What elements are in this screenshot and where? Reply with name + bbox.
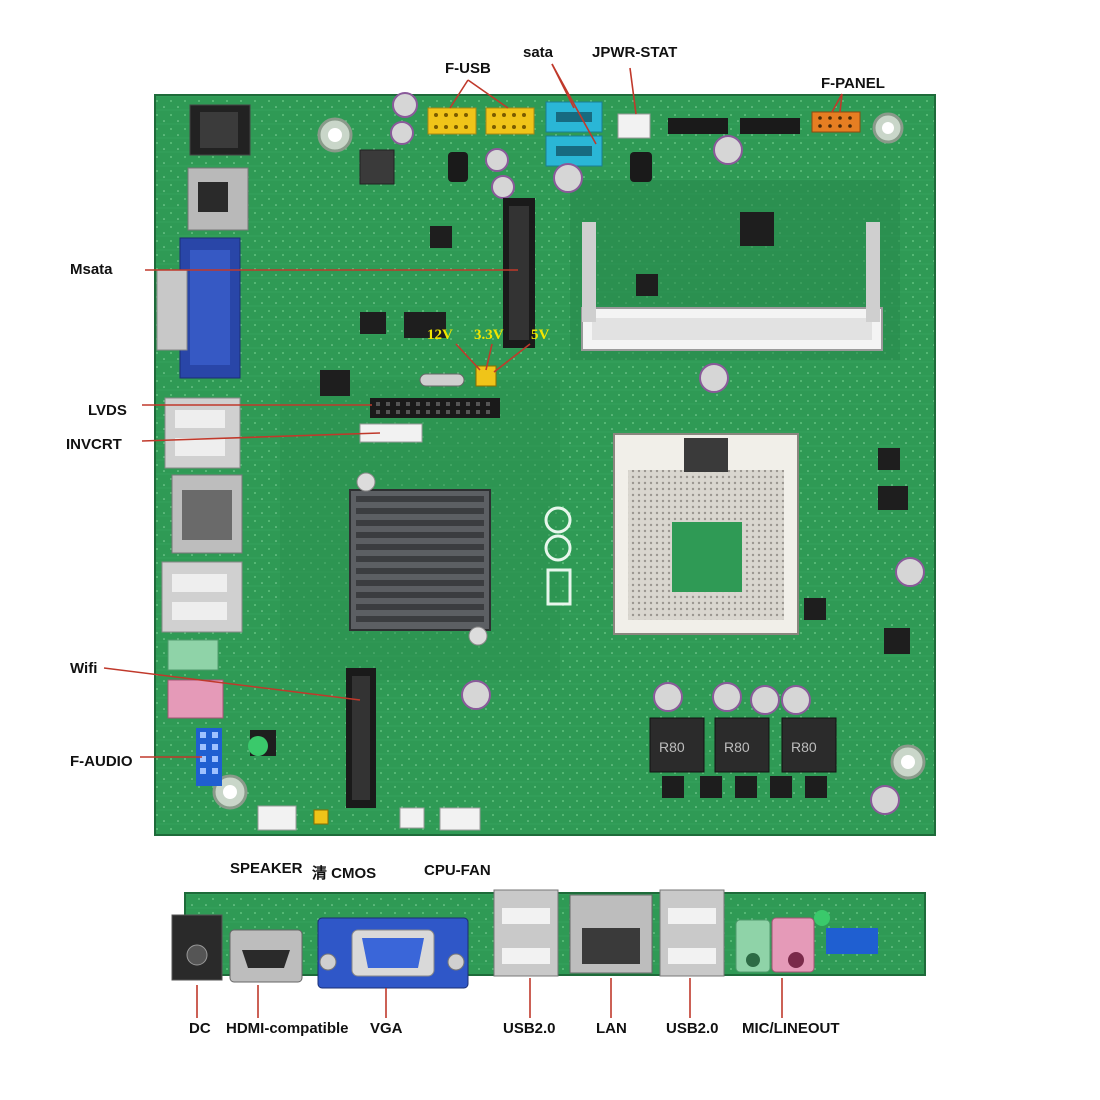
- ics: [250, 212, 910, 756]
- rear-blue-header: [826, 928, 878, 954]
- rear-audio-jacks: [735, 917, 815, 973]
- cpu-fan-connector: [439, 807, 481, 831]
- label-cmos: 清 CMOS: [312, 865, 377, 882]
- capacitors: [390, 92, 925, 815]
- vga-port-top: [156, 237, 241, 379]
- label-usb-right: USB2.0: [666, 1020, 719, 1037]
- usb-stack-top-2: [161, 561, 243, 633]
- inductor-top: [359, 149, 395, 185]
- label-f-panel: F-PANEL: [821, 75, 885, 92]
- rear-lan-port: [569, 894, 653, 974]
- r80-inductors: [649, 717, 837, 773]
- rear-pointer-lines: [196, 978, 783, 1018]
- speaker-connector: [257, 805, 297, 831]
- rear-usb-right: [659, 889, 725, 977]
- r80-label-3: R80: [791, 739, 817, 755]
- usb-stack-top: [164, 397, 241, 469]
- mounting-holes: [212, 112, 926, 810]
- hdmi-port-top: [187, 167, 249, 231]
- label-cpu-fan: CPU-FAN: [424, 862, 491, 879]
- r80-label-2: R80: [724, 739, 750, 755]
- rear-vga-port: [317, 917, 469, 989]
- wifi-slot: [346, 668, 376, 808]
- dc-jack-top: [189, 104, 251, 156]
- certification-marks: [544, 506, 572, 606]
- label-lvds: LVDS: [88, 402, 127, 419]
- mosfets: [662, 776, 827, 798]
- label-jpwr-stat: JPWR-STAT: [592, 44, 678, 61]
- label-msata: Msata: [70, 261, 113, 278]
- label-lan: LAN: [596, 1020, 627, 1037]
- label-speaker: SPEAKER: [230, 860, 303, 877]
- label-hdmi: HDMI-compatible: [226, 1020, 349, 1037]
- label-3-3v: 3.3V: [474, 327, 504, 343]
- voltage-jumper: [475, 365, 497, 387]
- cmos-jumper: [313, 809, 329, 825]
- power-connector-small: [630, 152, 652, 182]
- rear-buzzer: [814, 910, 830, 926]
- sodimm-slot: [581, 222, 883, 351]
- label-f-audio: F-AUDIO: [70, 753, 133, 770]
- pin-header-top: [668, 118, 800, 134]
- r80-label-1: R80: [659, 739, 685, 755]
- label-wifi: Wifi: [70, 660, 98, 677]
- small-connector: [399, 807, 425, 829]
- f-panel-header: [811, 111, 861, 133]
- label-sata: sata: [523, 44, 554, 61]
- label-f-usb: F-USB: [445, 60, 491, 77]
- pointer-lines: [103, 63, 843, 758]
- rear-dc-jack: [171, 914, 223, 981]
- lan-port-top: [171, 474, 243, 554]
- label-vga: VGA: [370, 1020, 403, 1037]
- label-5v: 5V: [531, 327, 550, 343]
- lvds-header: [370, 398, 500, 418]
- chipset-heatsink: [349, 472, 491, 646]
- f-usb-headers: [427, 107, 535, 135]
- rear-hdmi-port: [229, 929, 303, 983]
- buzzer: [248, 736, 268, 756]
- label-mic-lineout: MIC/LINEOUT: [742, 1020, 840, 1037]
- jpwr-stat-connector: [617, 113, 651, 139]
- fan-connector-small: [448, 152, 468, 182]
- label-dc: DC: [189, 1020, 211, 1037]
- label-usb-left: USB2.0: [503, 1020, 556, 1037]
- label-invcrt: INVCRT: [66, 436, 122, 453]
- cpu-socket: [613, 433, 799, 635]
- rear-usb-left: [493, 889, 559, 977]
- crystal: [419, 373, 465, 387]
- msata-slot: [503, 198, 535, 348]
- label-12v: 12V: [427, 327, 453, 343]
